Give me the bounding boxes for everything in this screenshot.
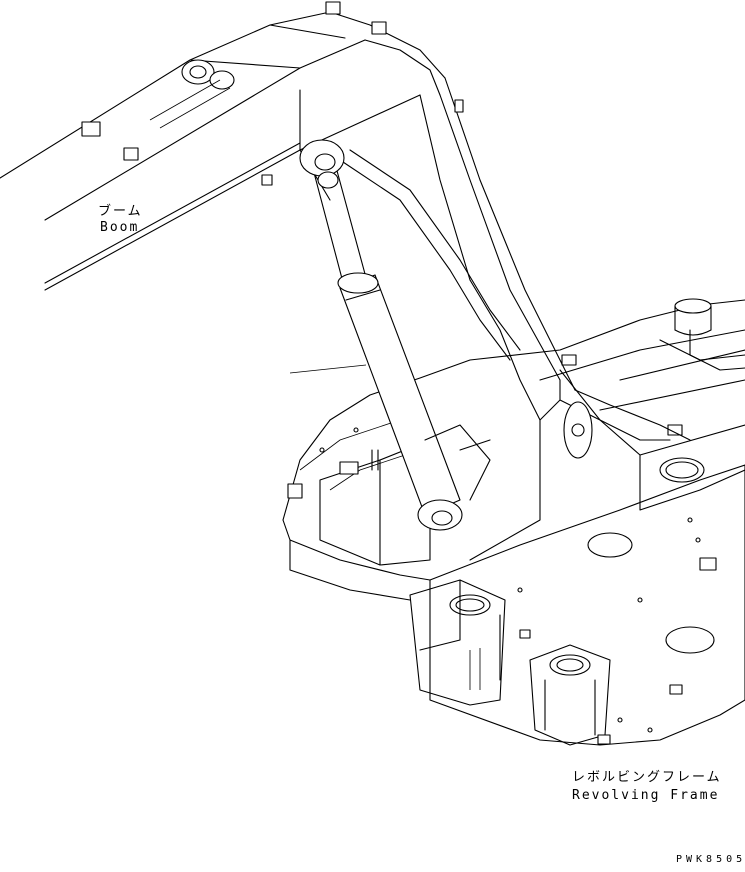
boom-label-jp: ブーム bbox=[98, 204, 143, 219]
revolving-frame-label-jp: レボルビングフレーム bbox=[572, 770, 722, 785]
boom-cylinder-drawing bbox=[299, 139, 491, 531]
drawing-code: PWK8505 bbox=[676, 854, 745, 865]
revolving-frame-drawing bbox=[282, 298, 745, 746]
revolving-frame-label-en: Revolving Frame bbox=[572, 788, 720, 803]
boom-drawing bbox=[0, 1, 691, 561]
leader-line bbox=[289, 364, 367, 374]
boom-label-en: Boom bbox=[100, 220, 140, 235]
